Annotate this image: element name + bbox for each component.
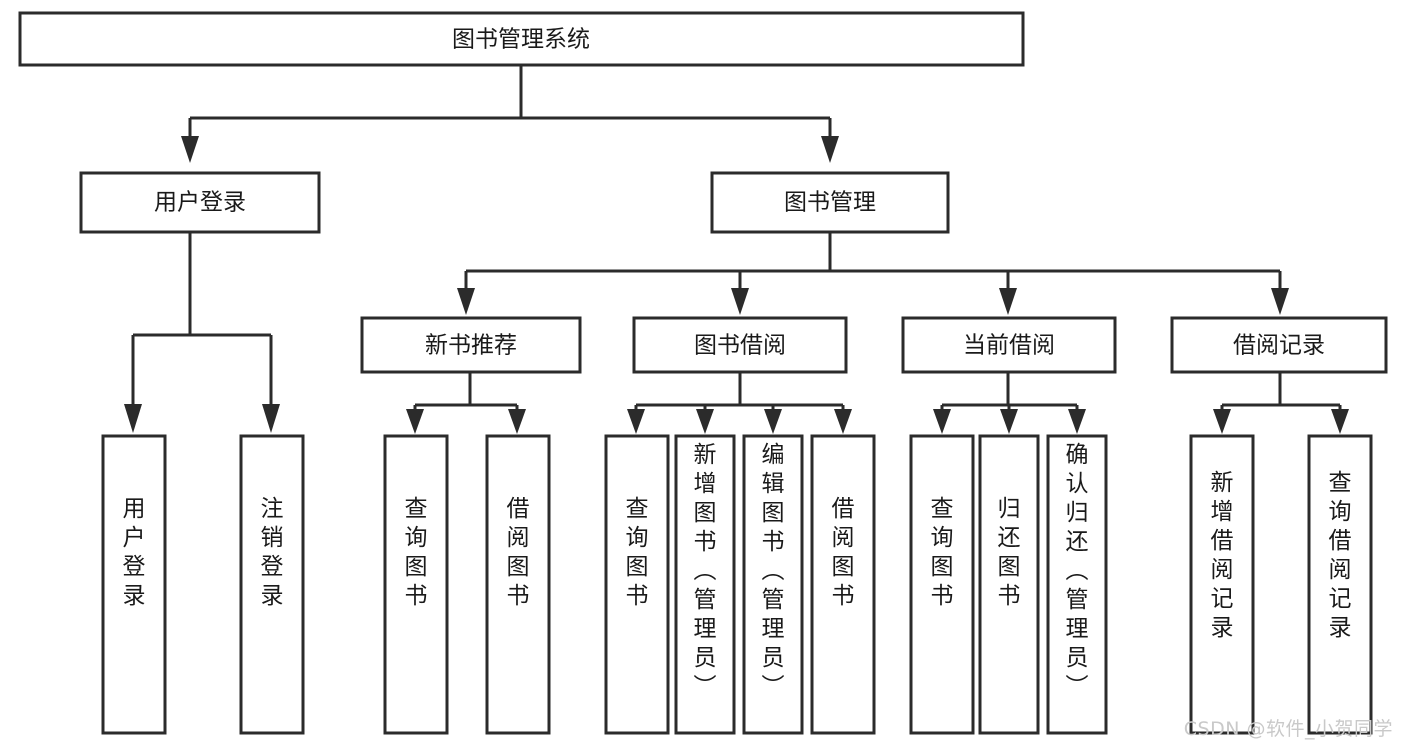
leaf-newbook-borrow-label: 借阅图书 — [507, 496, 530, 609]
leaf-user-login[interactable]: 用户登录 — [101, 434, 167, 735]
node-new-book-recommend-label: 新书推荐 — [425, 333, 517, 359]
leaf-borrow-add-label: 新增图书︵管理员︶ — [694, 442, 717, 700]
node-borrow-records[interactable]: 借阅记录 — [1170, 316, 1388, 374]
connector-group-newbook-leaves — [406, 372, 526, 434]
arrow-head-borrow-leaf-2 — [696, 409, 714, 434]
node-root-label: 图书管理系统 — [452, 27, 590, 53]
leaf-user-login-box[interactable] — [101, 434, 167, 735]
leaf-borrow-edit-box[interactable] — [742, 434, 804, 735]
connector-group-borrow-leaves — [627, 372, 852, 434]
arrow-head-newbook-leaf-1 — [406, 409, 424, 434]
node-current-borrow-box[interactable] — [901, 316, 1117, 374]
leaf-borrow-do-label: 借阅图书 — [832, 496, 855, 609]
arrow-head-newbook — [457, 288, 475, 315]
arrow-head-borrow-leaf-4 — [834, 409, 852, 434]
connector-group-records-leaves — [1213, 372, 1349, 434]
arrow-head-newbook-leaf-2 — [508, 409, 526, 434]
node-root[interactable]: 图书管理系统 — [18, 11, 1025, 67]
leaf-records-query-box[interactable] — [1307, 434, 1373, 735]
node-root-box[interactable] — [18, 11, 1025, 67]
node-borrow-records-label: 借阅记录 — [1233, 333, 1325, 359]
arrow-head-logout-leaf — [262, 404, 280, 433]
node-borrow-records-box[interactable] — [1170, 316, 1388, 374]
leaf-newbook-query-label: 查询图书 — [405, 496, 428, 609]
leaf-current-confirm[interactable]: 确认归还︵管理员︶ — [1046, 434, 1108, 735]
leaf-current-query[interactable]: 查询图书 — [909, 434, 975, 735]
arrow-head-current-leaf-1 — [933, 409, 951, 434]
leaf-newbook-borrow[interactable]: 借阅图书 — [485, 434, 551, 735]
arrow-head-bookmgmt — [821, 136, 839, 163]
leaf-records-add-box[interactable] — [1189, 434, 1255, 735]
leaf-borrow-query-box[interactable] — [604, 434, 670, 735]
leaf-current-confirm-box[interactable] — [1046, 434, 1108, 735]
node-book-management-label: 图书管理 — [784, 190, 876, 216]
connector-group-current-leaves — [933, 372, 1086, 434]
leaf-logout-label: 注销登录 — [261, 496, 284, 609]
leaf-records-query-label: 查询借阅记录 — [1329, 470, 1352, 641]
leaf-records-add[interactable]: 新增借阅记录 — [1189, 434, 1255, 735]
leaf-current-confirm-label: 确认归还︵管理员︶ — [1066, 442, 1089, 700]
arrow-head-current — [999, 288, 1017, 315]
connector-group-root — [181, 65, 839, 163]
leaf-current-return-box[interactable] — [978, 434, 1040, 735]
node-book-management[interactable]: 图书管理 — [710, 171, 950, 234]
node-new-book-recommend[interactable]: 新书推荐 — [360, 316, 582, 374]
arrow-head-borrow-leaf-3 — [764, 409, 782, 434]
node-new-book-recommend-box[interactable] — [360, 316, 582, 374]
leaf-records-add-label: 新增借阅记录 — [1211, 470, 1234, 641]
leaf-borrow-add-box[interactable] — [674, 434, 736, 735]
leaf-current-return[interactable]: 归还图书 — [978, 434, 1040, 735]
node-user-login-box[interactable] — [79, 171, 321, 234]
leaf-borrow-query-label: 查询图书 — [626, 496, 649, 609]
arrow-head-records-leaf-2 — [1331, 409, 1349, 434]
arrow-head-borrow-leaf-1 — [627, 409, 645, 434]
leaf-borrow-query[interactable]: 查询图书 — [604, 434, 670, 735]
arrow-head-current-leaf-3 — [1068, 409, 1086, 434]
arrow-head-borrow — [731, 288, 749, 315]
node-user-login-label: 用户登录 — [154, 190, 246, 216]
leaf-newbook-borrow-box[interactable] — [485, 434, 551, 735]
arrow-head-records — [1271, 288, 1289, 315]
node-book-borrow-label: 图书借阅 — [694, 333, 786, 359]
arrow-head-login — [181, 136, 199, 163]
connector-group-book-mgmt — [457, 232, 1289, 315]
leaf-logout-box[interactable] — [239, 434, 305, 735]
leaf-borrow-edit[interactable]: 编辑图书︵管理员︶ — [742, 434, 804, 735]
leaf-current-query-box[interactable] — [909, 434, 975, 735]
leaf-borrow-do[interactable]: 借阅图书 — [810, 434, 876, 735]
node-book-management-box[interactable] — [710, 171, 950, 234]
leaf-newbook-query-box[interactable] — [383, 434, 449, 735]
node-book-borrow[interactable]: 图书借阅 — [632, 316, 848, 374]
leaf-borrow-add[interactable]: 新增图书︵管理员︶ — [674, 434, 736, 735]
arrow-head-current-leaf-2 — [1000, 409, 1018, 434]
leaf-current-query-label: 查询图书 — [931, 496, 954, 609]
connector-group-user-login — [124, 232, 280, 433]
leaf-records-query[interactable]: 查询借阅记录 — [1307, 434, 1373, 735]
leaf-user-login-label: 用户登录 — [123, 496, 146, 609]
node-user-login[interactable]: 用户登录 — [79, 171, 321, 234]
leaf-current-return-label: 归还图书 — [998, 496, 1021, 609]
node-current-borrow-label: 当前借阅 — [963, 333, 1055, 359]
arrow-head-user-login-leaf — [124, 404, 142, 433]
node-current-borrow[interactable]: 当前借阅 — [901, 316, 1117, 374]
leaf-newbook-query[interactable]: 查询图书 — [383, 434, 449, 735]
node-book-borrow-box[interactable] — [632, 316, 848, 374]
leaf-logout[interactable]: 注销登录 — [239, 434, 305, 735]
leaf-borrow-do-box[interactable] — [810, 434, 876, 735]
arrow-head-records-leaf-1 — [1213, 409, 1231, 434]
leaf-borrow-edit-label: 编辑图书︵管理员︶ — [762, 442, 785, 700]
